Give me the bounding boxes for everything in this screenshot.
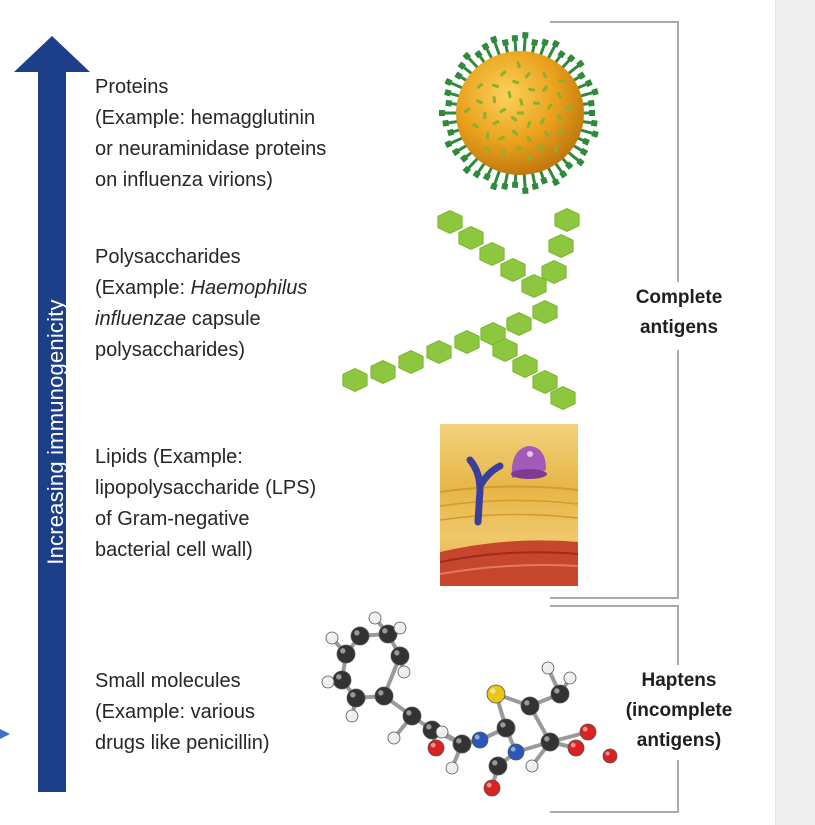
influenza-virion-illustration [438, 31, 599, 195]
lipids-description: Lipids (Example: lipopolysaccharide (LPS… [95, 442, 316, 566]
haptens-label: Haptens (incomplete antigens) [605, 666, 753, 756]
desc-line: bacterial cell wall) [95, 539, 253, 561]
complete-antigens-label: Complete antigens [616, 283, 742, 343]
desc-line: Lipids (Example: [95, 446, 243, 468]
group-label-line: (incomplete [625, 700, 733, 721]
pointer-marker [0, 729, 10, 739]
desc-line: (Example: various [95, 701, 256, 723]
arrow-label: Increasing immunogenicity [43, 299, 68, 565]
desc-italic: Haemophilus [190, 277, 308, 299]
group-label-line: Haptens [641, 670, 717, 691]
desc-line: (Example: Haemophilus [95, 273, 307, 304]
proteins-description: Proteins (Example: hemagglutinin or neur… [95, 72, 326, 196]
penicillin-molecule-illustration [321, 611, 618, 797]
desc-text: capsule [186, 308, 261, 330]
polysaccharide-chain-illustration [342, 207, 580, 411]
desc-line: Proteins [95, 76, 169, 98]
desc-line: Small molecules [95, 670, 241, 692]
group-brackets [550, 21, 679, 813]
desc-line: drugs like penicillin) [95, 732, 270, 754]
desc-line: on influenza virions) [95, 169, 273, 191]
group-label-line: antigens) [636, 730, 722, 751]
polysaccharides-description: Polysaccharides (Example: Haemophilus in… [95, 242, 307, 366]
desc-line: Polysaccharides [95, 246, 241, 268]
desc-line: or neuraminidase proteins [95, 138, 327, 160]
group-label-line: Complete [635, 287, 723, 308]
small-molecules-description: Small molecules (Example: various drugs … [95, 666, 270, 759]
right-side-panel [775, 0, 815, 825]
desc-line: (Example: hemagglutinin [95, 107, 316, 129]
desc-line: of Gram-negative [95, 508, 250, 530]
immunogenicity-arrow [14, 36, 90, 792]
desc-line: influenzae capsule [95, 304, 307, 335]
desc-text: (Example: [95, 277, 191, 299]
lps-membrane-illustration [440, 424, 578, 586]
desc-line: lipopolysaccharide (LPS) [95, 477, 317, 499]
group-label-line: antigens [639, 317, 719, 338]
desc-italic: influenzae [95, 308, 187, 330]
desc-line: polysaccharides) [95, 339, 246, 361]
